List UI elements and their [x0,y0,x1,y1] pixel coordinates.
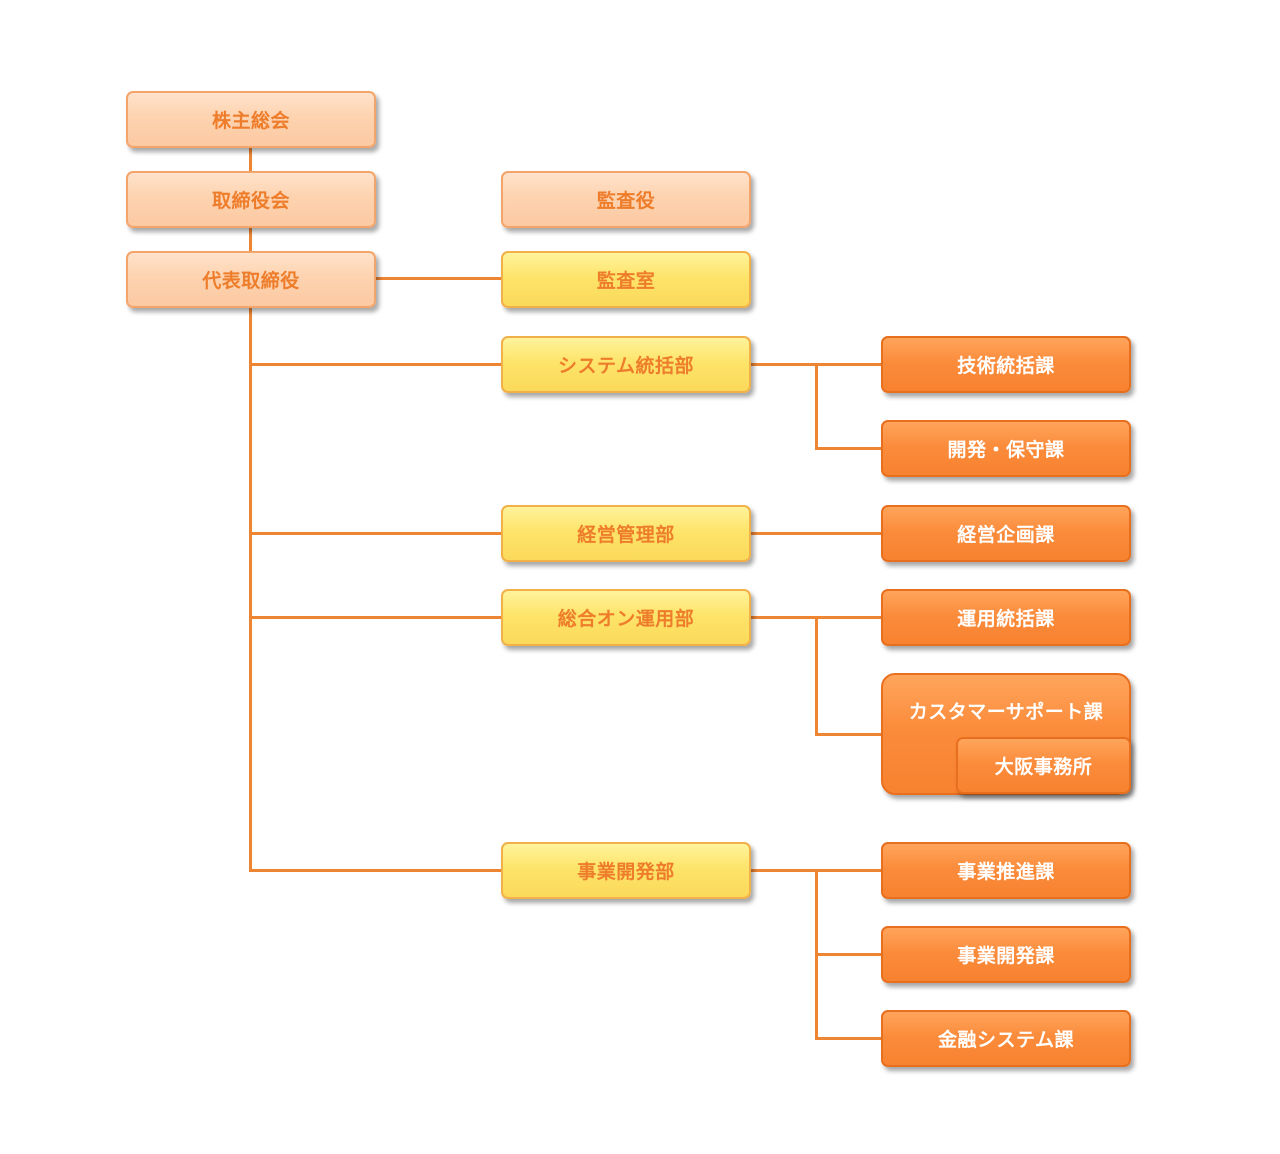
operations-dept-box: 総合オン運用部 [501,589,751,646]
dev-maint-section-box: 開発・保守課 [881,420,1131,477]
system-dept-label: システム統括部 [558,355,694,377]
system-dept-box: システム統括部 [501,336,751,393]
connector-trunk-system [249,363,502,366]
connector-ceo-trunk [249,307,252,872]
auditor-label: 監査役 [596,190,656,212]
connector-system-vertical [815,363,818,450]
tech-section-label: 技術統括課 [957,355,1055,377]
biz-promo-section-box: 事業推進課 [881,842,1131,899]
shareholders-label: 株主総会 [211,110,290,132]
audit-office-label: 監査室 [596,270,656,292]
osaka-office-box: 大阪事務所 [956,737,1131,794]
connector-system-devmaint [815,447,882,450]
connector-ceo-audit-office [375,277,502,280]
business-dev-dept-box: 事業開発部 [501,842,751,899]
tech-section-box: 技術統括課 [881,336,1131,393]
osaka-office-label: 大阪事務所 [994,756,1093,778]
biz-promo-section-label: 事業推進課 [957,861,1055,883]
biz-dev-section-box: 事業開発課 [881,926,1131,983]
management-dept-label: 経営管理部 [577,524,675,546]
planning-section-box: 経営企画課 [881,505,1131,562]
connector-trunk-management [249,532,502,535]
ops-control-section-label: 運用統括課 [957,608,1055,630]
ceo-label: 代表取締役 [202,270,300,292]
connector-management-planning [750,532,882,535]
planning-section-label: 経営企画課 [957,524,1055,546]
customer-support-section-label: カスタマーサポート課 [908,701,1104,723]
finance-sys-section-box: 金融システム課 [881,1010,1131,1067]
connector-operations-support [815,733,882,736]
connector-trunk-business-dev [249,869,502,872]
ceo-box: 代表取締役 [126,251,376,308]
dev-maint-section-label: 開発・保守課 [947,439,1065,461]
ops-control-section-box: 運用統括課 [881,589,1131,646]
biz-dev-section-label: 事業開発課 [957,945,1055,967]
management-dept-box: 経営管理部 [501,505,751,562]
operations-dept-label: 総合オン運用部 [557,608,695,630]
finance-sys-section-label: 金融システム課 [938,1029,1074,1051]
connector-board-ceo [249,227,252,252]
connector-trunk-operations [249,616,502,619]
connector-bizdev-finance [815,1037,882,1040]
audit-office-box: 監査室 [501,251,751,308]
board-label: 取締役会 [211,190,290,212]
board-box: 取締役会 [126,171,376,228]
auditor-box: 監査役 [501,171,751,228]
connector-shareholders-board [249,147,252,172]
connector-bizdev-bizdev [815,953,882,956]
shareholders-box: 株主総会 [126,91,376,148]
connector-operations-vertical [815,616,818,736]
business-dev-dept-label: 事業開発部 [577,861,675,883]
